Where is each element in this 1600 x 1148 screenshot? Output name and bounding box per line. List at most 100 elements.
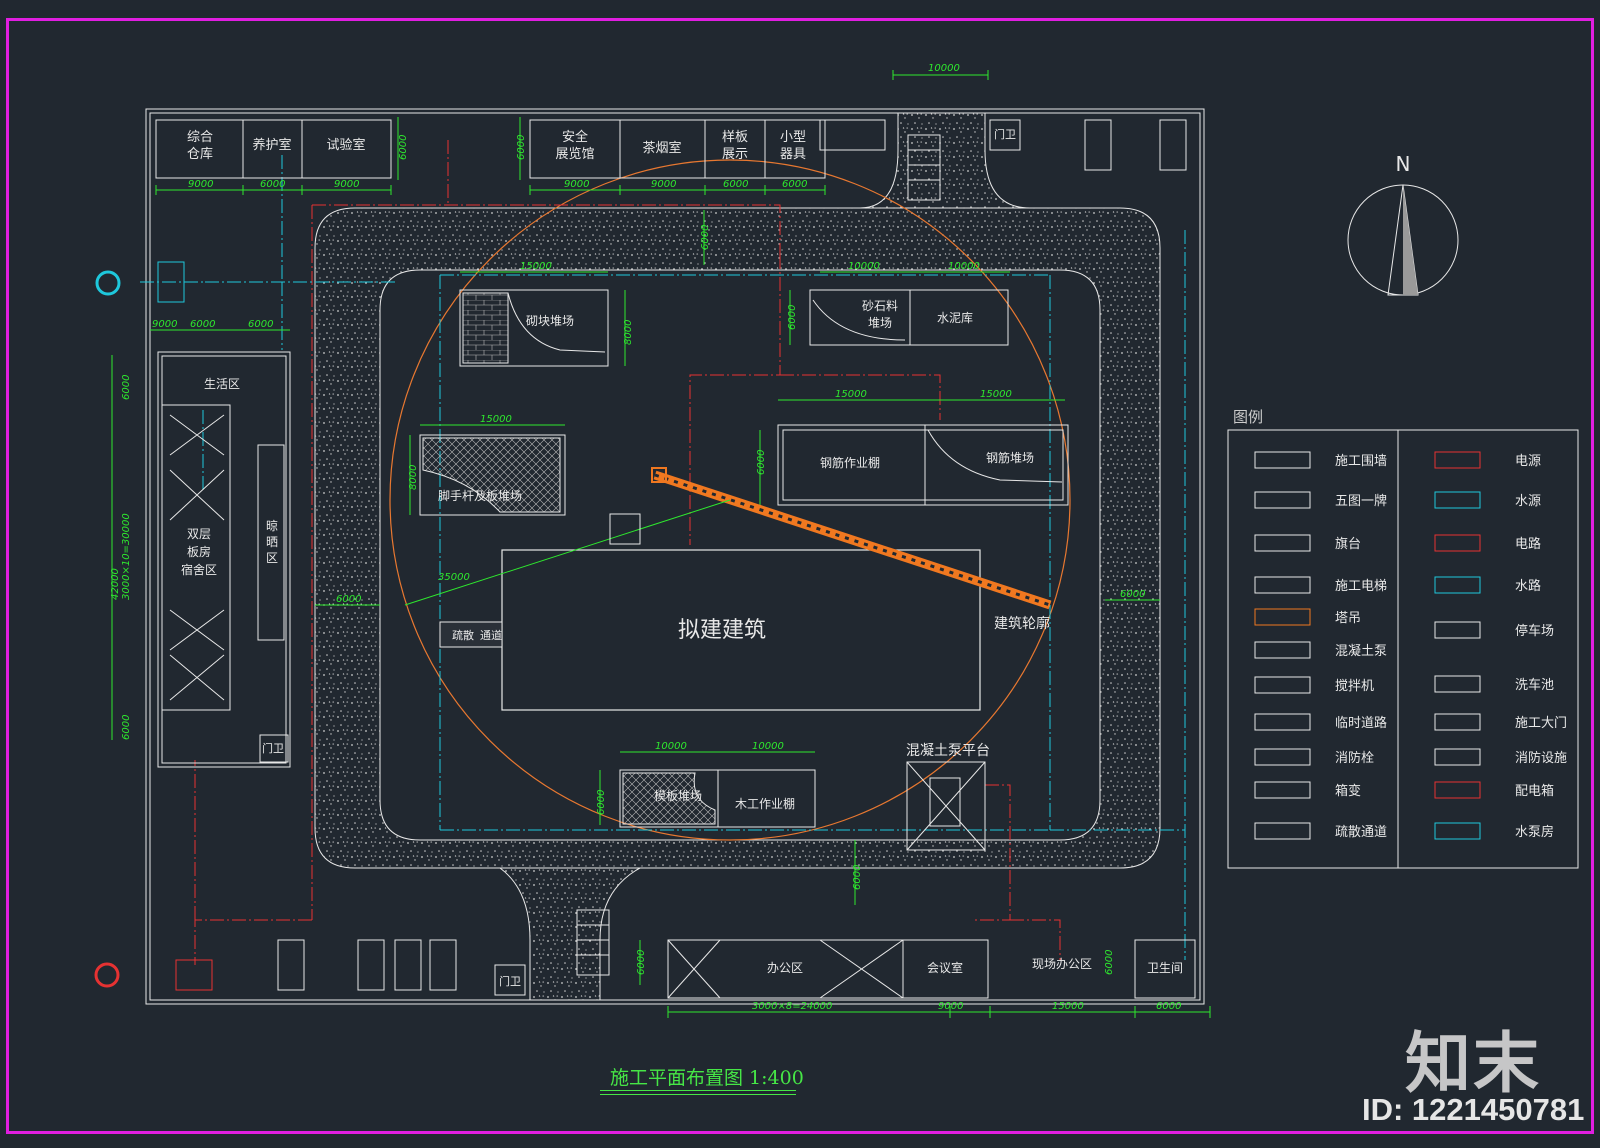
bottom-rooms (277, 119, 1196, 999)
drawing-frame (6, 18, 1594, 1134)
legend-icon (1254, 491, 1311, 509)
yard-label: 堆场 (868, 316, 892, 330)
legend-icon (1254, 534, 1311, 552)
legend-icon (1434, 675, 1481, 693)
room-label: 器具 (780, 147, 806, 162)
dim-label: 6000 (852, 865, 863, 890)
legend-icon (1254, 781, 1311, 799)
legend-item-label: 水路 (1515, 578, 1541, 594)
gate-label: 门卫 (499, 974, 521, 988)
building-label: 拟建建筑 (678, 618, 766, 643)
room-label: 现场办公区 (1032, 956, 1092, 971)
dim-label: 6000 (1104, 950, 1115, 975)
legend-item-label: 洗车池 (1515, 677, 1554, 693)
dim-label: 42000 (110, 568, 121, 600)
legend-item-label: 水源 (1515, 494, 1541, 509)
legend-icon (1254, 451, 1311, 469)
legend-item-label: 消防设施 (1515, 750, 1567, 766)
dim-label: 35000 (438, 572, 470, 583)
dim-label: 9000 (938, 1001, 963, 1012)
room-label: 卫生间 (1147, 961, 1183, 975)
dim-label: 10000 (752, 741, 784, 752)
legend-item-label: 施工电梯 (1335, 579, 1387, 594)
legend-icon (1434, 781, 1481, 799)
yard-label: 钢筋作业棚 (820, 455, 880, 470)
zone-label: 板房 (187, 544, 211, 559)
evac-sign: 疏散 通道 (439, 621, 503, 648)
yards (419, 289, 1069, 828)
building-outline-label: 建筑轮廓 (994, 615, 1050, 632)
yard-label: 砂石料 (862, 299, 898, 313)
yard-label: 砌块堆场 (526, 314, 574, 328)
room-label: 小型 (780, 130, 806, 145)
legend-icon (1254, 641, 1311, 659)
dim-label: 3000×8=24000 (752, 1001, 832, 1012)
legend-item-label: 箱变 (1335, 783, 1361, 799)
room-label: 安全 (562, 129, 588, 145)
dim-label: 10000 (928, 63, 960, 74)
legend-icon (1434, 576, 1481, 594)
legend-item-label: 旗台 (1335, 536, 1361, 552)
site-wall (145, 108, 1205, 1005)
legend-item-label: 配电箱 (1515, 783, 1554, 799)
zone-label: 生活区 (204, 377, 240, 391)
legend-item-label: 混凝土泵 (1335, 643, 1387, 659)
yard-label: 水泥库 (937, 310, 973, 325)
yard-label: 脚手杆及板堆场 (438, 488, 522, 503)
yard-label: 模板堆场 (654, 789, 702, 803)
dim-label: 15000 (480, 414, 512, 425)
dim-label: 10000 (655, 741, 687, 752)
living-zone (157, 351, 291, 768)
room-label: 展览馆 (555, 146, 594, 162)
zone-label: 晾 (266, 518, 278, 533)
dim-label: 6000 (260, 179, 285, 190)
legend-item-label: 疏散通道 (1335, 825, 1387, 840)
room-label: 养护室 (252, 137, 291, 153)
legend-icon (1434, 748, 1481, 766)
pump-platform (906, 761, 986, 851)
zone-label: 晒 (266, 535, 278, 549)
room-label: 样板 (722, 130, 748, 145)
drawing-title: 施工平面布置图 1:400 (610, 1067, 804, 1089)
watermark-id: ID: 1221450781 (1362, 1092, 1585, 1127)
svg-text:N: N (1396, 152, 1411, 176)
room-label: 综合 (187, 130, 213, 145)
room-label: 办公区 (767, 960, 803, 975)
legend-icon (1254, 748, 1311, 766)
legend-icon (1434, 491, 1481, 509)
legend-item-label: 塔吊 (1335, 611, 1361, 626)
legend-item-label: 施工围墙 (1335, 454, 1387, 469)
dim-label: 6000 (121, 715, 132, 740)
legend-icon (1254, 713, 1311, 731)
legend-icon (1434, 621, 1481, 639)
gate-label: 门卫 (994, 127, 1016, 141)
legend-item-label: 临时道路 (1335, 715, 1387, 731)
dim-label: 10000 (848, 261, 880, 272)
legend-item-label: 水泵房 (1515, 824, 1554, 840)
dim-label: 6000 (700, 225, 711, 250)
dim-label: 6000 (782, 179, 807, 190)
zone-label: 双层 (187, 527, 211, 541)
crane-radius-circle (389, 159, 1071, 841)
legend-icon (1434, 451, 1481, 469)
legend-item-label: 消防栓 (1335, 750, 1374, 766)
dim-label: 6000 (596, 790, 607, 815)
dim-label: 9000 (651, 179, 676, 190)
room-label: 茶烟室 (642, 140, 681, 156)
svg-text:通道: 通道 (480, 628, 502, 642)
dim-label: 8000 (408, 465, 419, 490)
legend-icon (1254, 608, 1311, 626)
top-rooms (155, 119, 886, 179)
legend-item-label: 电路 (1515, 536, 1541, 552)
north-arrow: N (1347, 152, 1459, 296)
legend-item-label: 电源 (1515, 454, 1541, 469)
dim-label: 6000 (723, 179, 748, 190)
tower-crane (404, 467, 1052, 610)
title-underline (600, 1090, 796, 1091)
watermark-logo: 知末 (1405, 1025, 1541, 1102)
legend-icon (1254, 576, 1311, 594)
